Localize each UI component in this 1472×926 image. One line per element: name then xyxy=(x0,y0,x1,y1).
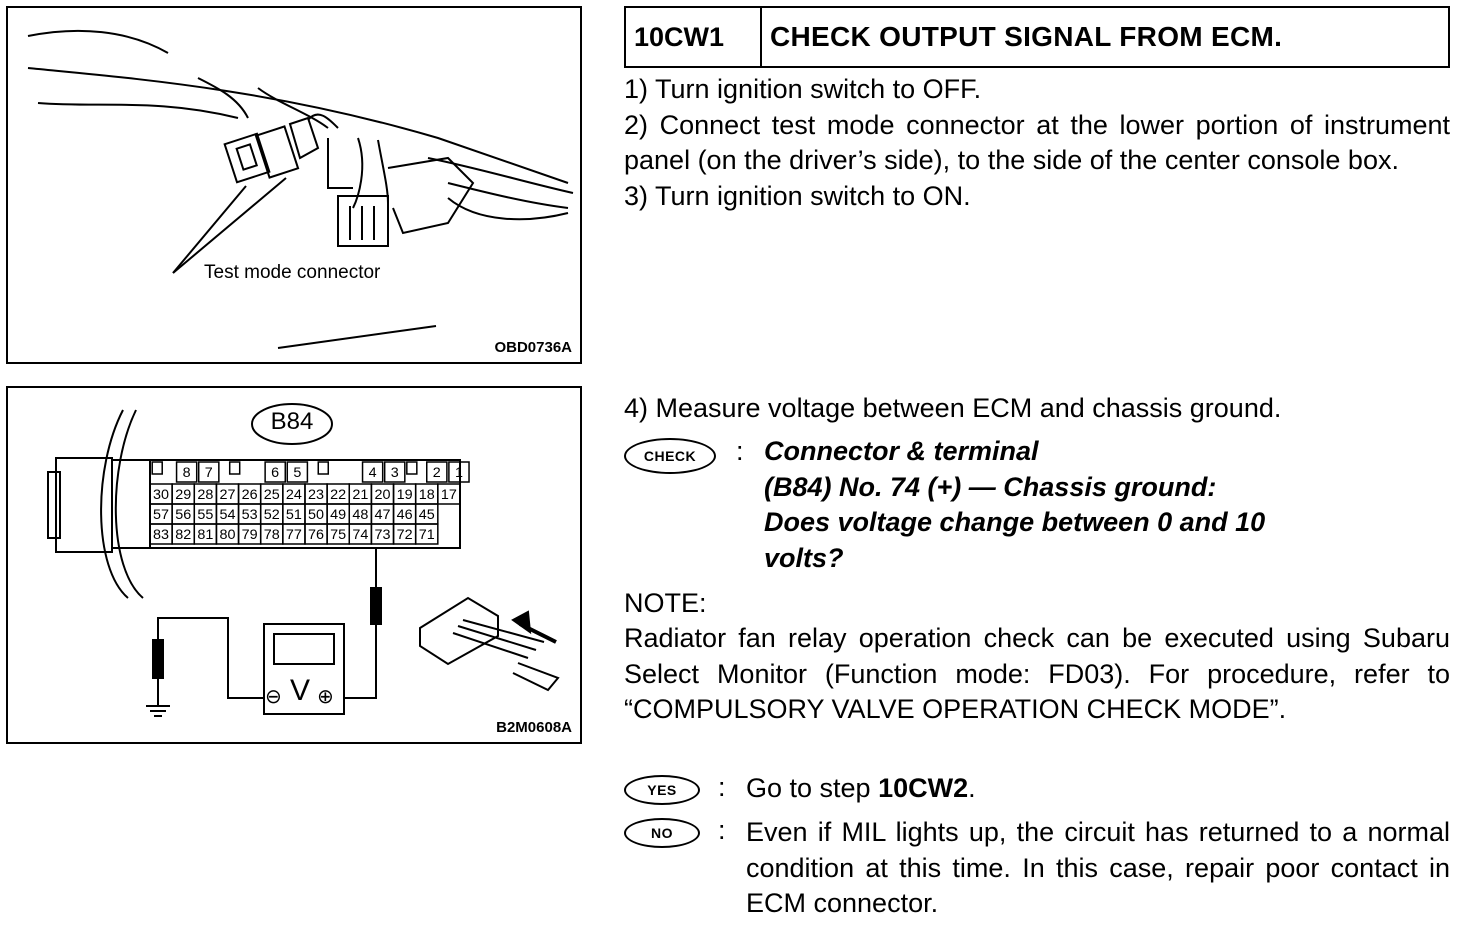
pin-76: 76 xyxy=(308,526,324,542)
pin-83: 83 xyxy=(153,526,169,542)
pin-23: 23 xyxy=(308,486,324,502)
pin-79: 79 xyxy=(242,526,258,542)
check-badge: CHECK xyxy=(624,438,716,474)
step-4: 4) Measure voltage between ECM and chass… xyxy=(624,393,1282,423)
step-2: 2) Connect test mode connector at the lo… xyxy=(624,109,1450,176)
yes-prefix: Go to step xyxy=(746,773,879,803)
check-question: Connector & terminal (B84) No. 74 (+) — … xyxy=(764,434,1464,576)
pin-48: 48 xyxy=(352,506,368,522)
pin-77: 77 xyxy=(286,526,302,542)
step-1: 1) Turn ignition switch to OFF. xyxy=(624,74,982,104)
pin-46: 46 xyxy=(397,506,413,522)
test-mode-connector-illustration xyxy=(27,29,574,349)
step-code: 10CW1 xyxy=(626,8,762,66)
check-line-3: Does voltage change between 0 and 10 xyxy=(764,507,1266,537)
voltmeter-plus: ⊕ xyxy=(317,684,334,708)
pin-17-cell xyxy=(437,483,461,505)
procedure-steps: 1) Turn ignition switch to OFF. 2) Conne… xyxy=(624,72,1450,214)
pin-24: 24 xyxy=(286,486,302,502)
pin-75: 75 xyxy=(330,526,346,542)
no-result: Even if MIL lights up, the circuit has r… xyxy=(746,817,1450,918)
pin-17: 17 xyxy=(441,486,457,502)
figure-test-mode-connector: Test mode connector OBD0736A xyxy=(6,6,582,364)
pin-52: 52 xyxy=(264,506,280,522)
pin-30: 30 xyxy=(153,486,169,502)
pin-51: 51 xyxy=(286,506,302,522)
step-title: CHECK OUTPUT SIGNAL FROM ECM. xyxy=(770,21,1283,52)
pin-22: 22 xyxy=(330,486,346,502)
pin-53: 53 xyxy=(242,506,258,522)
pin-21: 21 xyxy=(352,486,368,502)
check-line-1: Connector & terminal xyxy=(764,436,1039,466)
pin-8: 8 xyxy=(183,464,191,480)
key-notch-cell xyxy=(228,461,241,475)
no-colon: : xyxy=(718,815,726,845)
pin-27: 27 xyxy=(219,486,235,502)
note-label: NOTE: xyxy=(624,588,707,618)
pin-50: 50 xyxy=(308,506,324,522)
pin-54: 54 xyxy=(219,506,235,522)
pin-80: 80 xyxy=(219,526,235,542)
pin-81: 81 xyxy=(197,526,213,542)
pin-29: 29 xyxy=(175,486,191,502)
pin-49: 49 xyxy=(330,506,346,522)
pin-2: 2 xyxy=(433,464,441,480)
pin-57: 57 xyxy=(153,506,169,522)
no-badge: NO xyxy=(624,818,700,848)
voltmeter-minus: ⊖ xyxy=(265,684,282,708)
note-text: Radiator fan relay operation check can b… xyxy=(624,623,1450,724)
connector-id-label: B84 xyxy=(270,408,314,435)
pin-74: 74 xyxy=(352,526,368,542)
pin-4-cell xyxy=(361,461,384,483)
pin-5-cell xyxy=(286,461,309,483)
pin-2-cell xyxy=(426,461,448,483)
figure-code: OBD0736A xyxy=(494,339,572,356)
pin-78: 78 xyxy=(264,526,280,542)
pin-71-cell xyxy=(414,523,439,545)
pin-3: 3 xyxy=(391,464,399,480)
key-notch-cell xyxy=(406,461,418,475)
voltmeter-unit: V xyxy=(290,674,311,707)
pin-7-cell xyxy=(197,461,220,483)
key-notch-cell xyxy=(317,461,330,475)
pin-47: 47 xyxy=(374,506,390,522)
test-mode-connector-label: Test mode connector xyxy=(204,262,381,283)
key-notch-cell xyxy=(151,461,163,475)
pin-3-cell xyxy=(383,461,406,483)
pin-7: 7 xyxy=(205,464,213,480)
pin-72: 72 xyxy=(397,526,413,542)
pin-73: 73 xyxy=(374,526,390,542)
pin-1-cell xyxy=(448,461,470,483)
step-header: 10CW1 CHECK OUTPUT SIGNAL FROM ECM. xyxy=(624,6,1450,68)
check-line-4: volts? xyxy=(764,542,844,573)
pin-18: 18 xyxy=(419,486,435,502)
pin-45: 45 xyxy=(419,506,435,522)
pin-25: 25 xyxy=(264,486,280,502)
yes-colon: : xyxy=(718,772,726,802)
pin-4: 4 xyxy=(369,464,377,480)
pin-19: 19 xyxy=(397,486,413,502)
figure-code: B2M0608A xyxy=(496,719,572,736)
pin-6-cell xyxy=(264,461,287,483)
pin-8-cell xyxy=(175,461,198,483)
pin-55: 55 xyxy=(197,506,213,522)
yes-badge: YES xyxy=(624,775,700,805)
pin-6: 6 xyxy=(271,464,279,480)
check-line-2: (B84) No. 74 (+) — Chassis ground: xyxy=(764,471,1217,502)
pin-71: 71 xyxy=(419,526,435,542)
yes-result: Go to step 10CW2. xyxy=(746,771,1450,807)
check-colon: : xyxy=(736,436,744,466)
pin-1: 1 xyxy=(455,464,463,480)
pin-56: 56 xyxy=(175,506,191,522)
pin-82: 82 xyxy=(175,526,191,542)
pin-20: 20 xyxy=(374,486,390,502)
step-3: 3) Turn ignition switch to ON. xyxy=(624,180,971,211)
yes-target-step: 10CW2 xyxy=(878,773,969,803)
pin-28: 28 xyxy=(197,486,213,502)
pin-5: 5 xyxy=(293,464,301,480)
pin-26: 26 xyxy=(242,486,258,502)
yes-suffix: . xyxy=(968,773,976,803)
